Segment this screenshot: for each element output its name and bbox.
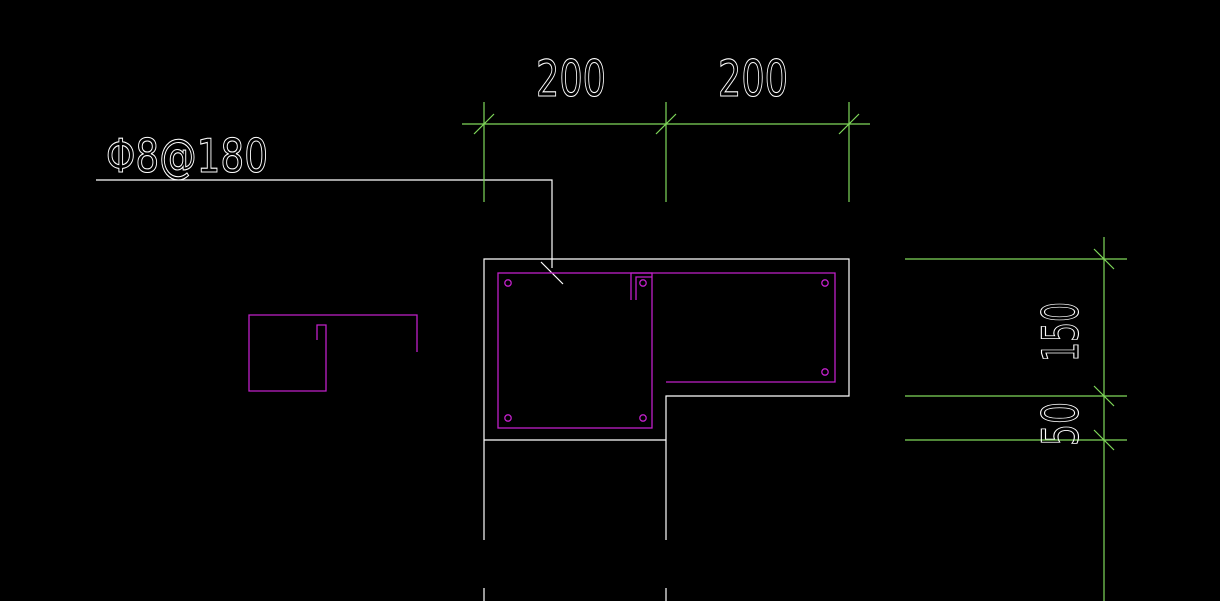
top-dimension: [462, 102, 870, 202]
rebar-bar: [504, 414, 512, 422]
dimension-label-top-right: 200: [718, 50, 788, 108]
tick-mark: [473, 113, 495, 135]
rebar-bar: [821, 368, 829, 376]
tick-mark: [838, 113, 860, 135]
dimension-label-right-lower: 50: [1032, 402, 1090, 446]
rebar-bar: [639, 279, 647, 287]
stirrup-right: [630, 272, 836, 383]
stirrup-detail-shape: [248, 314, 418, 392]
stirrup-left: [497, 272, 653, 429]
rebar-leader: [96, 179, 564, 285]
concrete-outline: [483, 258, 850, 601]
dimension-label-right-upper: 150: [1032, 302, 1090, 362]
column-outline: [483, 258, 850, 540]
stirrup-hook: [635, 276, 652, 300]
rebar-callout-label: Φ8@180: [106, 129, 268, 183]
leader-line: [96, 179, 553, 268]
tick-mark: [1093, 248, 1115, 270]
rebar-bar: [639, 414, 647, 422]
tick-mark: [655, 113, 677, 135]
tick-mark: [1093, 429, 1115, 451]
right-dimension: [905, 237, 1127, 601]
stirrup-detail: [248, 314, 418, 392]
rebar-bar: [504, 279, 512, 287]
stirrups: [497, 272, 836, 429]
tick-mark: [1093, 385, 1115, 407]
rebar-bar: [821, 279, 829, 287]
dimension-label-top-left: 200: [536, 50, 606, 108]
rebar-bars: [504, 279, 829, 422]
